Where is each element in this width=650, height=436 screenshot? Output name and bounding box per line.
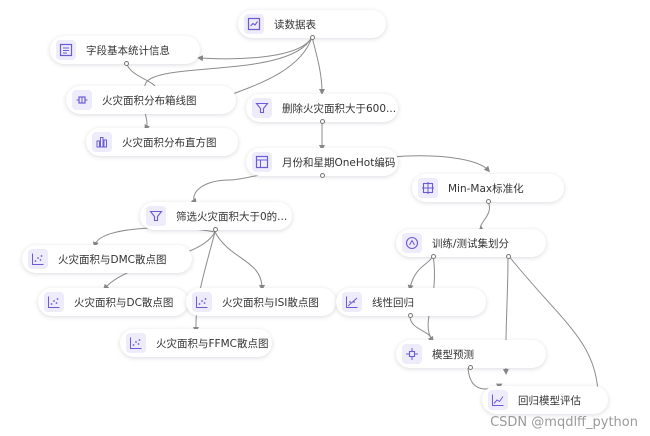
node-label: 读数据表 [274,18,316,31]
node-boxplot[interactable]: 火灾面积分布箱线图 [66,86,236,114]
node-scatter-dmc[interactable]: 火灾面积与DMC散点图 [22,245,192,273]
node-read-table[interactable]: 读数据表 [238,10,386,40]
edge-split-eval-2 [507,254,601,395]
edge-filter0-dmc [92,227,216,248]
histogram-icon [92,132,112,152]
node-onehot[interactable]: 月份和星期OneHot编码 [246,148,398,178]
node-scatter-isi[interactable]: 火灾面积与ISI散点图 [186,288,336,316]
normalize-icon [418,178,438,198]
node-label: 火灾面积分布箱线图 [102,94,197,107]
node-model-predict[interactable]: 模型预测 [396,340,546,370]
node-label: 字段基本统计信息 [86,44,170,57]
output-port-right[interactable] [506,254,511,259]
output-port[interactable] [468,365,473,370]
node-train-test-split[interactable]: 训练/测试集划分 [396,229,546,259]
node-scatter-ffmc[interactable]: 火灾面积与FFMC散点图 [120,329,272,357]
table-icon [244,14,264,34]
output-port[interactable] [213,227,218,232]
output-port[interactable] [408,313,413,318]
node-label: 筛选火灾面积大于0的... [176,210,288,223]
scatter-icon [126,333,146,353]
output-port[interactable] [310,35,315,40]
output-port[interactable] [320,119,325,124]
node-field-stats[interactable]: 字段基本统计信息 [50,36,200,66]
node-minmax[interactable]: Min-Max标准化 [412,174,564,204]
node-scatter-dc[interactable]: 火灾面积与DC散点图 [38,288,188,316]
scatter-icon [28,249,48,269]
output-port[interactable] [486,199,491,204]
table-icon [252,152,272,172]
edge-read-boxplot [225,36,313,98]
edge-split-linreg [407,254,434,291]
edge-stats-boxplot [126,63,156,87]
edge-minmax-split [477,201,490,232]
node-delete-rows[interactable]: 删除火灾面积大于600... [246,94,398,124]
node-label: 月份和星期OneHot编码 [282,156,396,169]
node-histogram[interactable]: 火灾面积分布直方图 [86,128,238,156]
node-label: 火灾面积与DC散点图 [74,296,174,309]
node-regression-eval[interactable]: 回归模型评估 [482,386,608,414]
node-label: 训练/测试集划分 [432,237,510,250]
edge-linreg-predict [409,315,433,341]
output-port-left[interactable] [431,254,436,259]
filter-icon [146,206,166,226]
node-label: 火灾面积与ISI散点图 [222,296,319,309]
scatter-icon [192,292,212,312]
predict-icon [402,344,422,364]
split-icon [402,233,422,253]
node-linear-regression[interactable]: 线性回归 [336,288,486,318]
node-label: Min-Max标准化 [448,182,524,195]
node-label: 线性回归 [372,296,414,309]
node-label: 删除火灾面积大于600... [282,102,397,115]
stats-icon [56,40,76,60]
filter-icon [252,98,272,118]
node-filter-positive[interactable]: 筛选火灾面积大于0的... [140,202,292,232]
node-label: 回归模型评估 [518,394,581,407]
regression-icon [342,292,362,312]
scatter-icon [44,292,64,312]
output-port[interactable] [124,61,129,66]
edge-read-del [311,36,325,95]
evaluate-icon [488,390,508,410]
node-label: 火灾面积与DMC散点图 [58,253,167,266]
node-label: 火灾面积与FFMC散点图 [156,337,269,350]
edge-filter0-isi [214,231,265,291]
node-label: 火灾面积分布直方图 [122,136,217,149]
boxplot-icon [72,90,92,110]
node-label: 模型预测 [432,348,474,361]
output-port[interactable] [320,173,325,178]
watermark: CSDN @mqdlff_python [490,415,638,430]
edge-read-stats [197,36,313,62]
